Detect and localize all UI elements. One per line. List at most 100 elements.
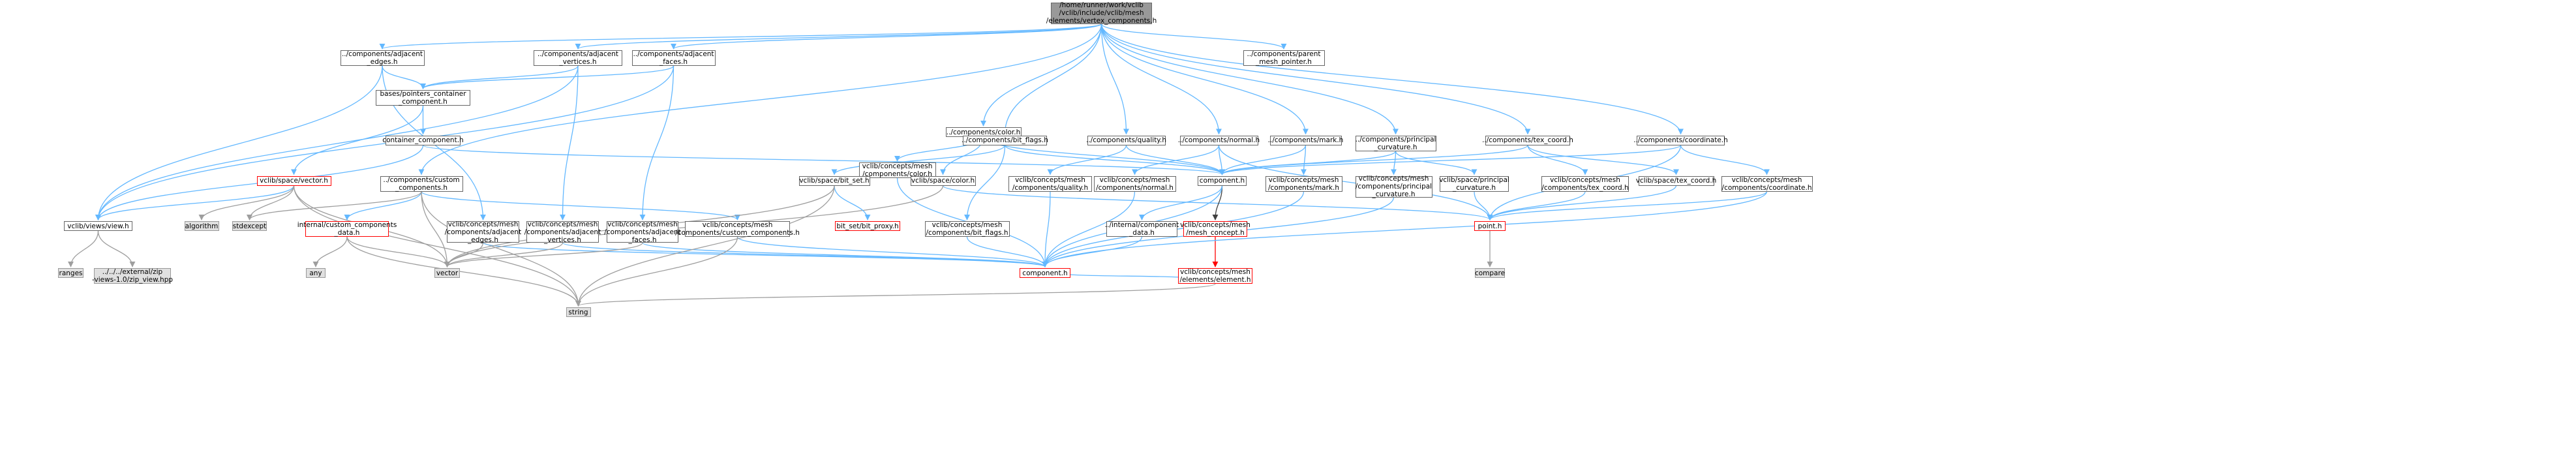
node-stdexcept: stdexcept [232,221,267,231]
node-any: any [306,268,326,278]
include-edge-adj_edges-to-pointers_container [382,65,427,89]
include-edge-coordinate-to-component [1219,144,1682,175]
include-edge-root-to-adj_faces [671,23,1102,50]
include-edge-root-to-custom_components [418,23,1102,175]
node-parent-mesh-pointer[interactable]: ../components/parent _mesh_pointer.h [1243,50,1325,66]
node-concepts-adjacent-edges[interactable]: vclib/concepts/mesh /components/adjacent… [444,220,522,244]
include-edge-bit_flags-to-space_bit_set [831,145,1006,175]
node-container-component[interactable]: container_component.h [382,135,464,145]
include-edge-space_bit_set-to-bit_set_proxy [834,185,871,220]
node-ranges: ranges [58,268,83,278]
node-concepts-coordinate[interactable]: vclib/concepts/mesh /components/coordina… [1721,175,1813,192]
include-edge-internal_custom-to-any [312,236,348,267]
node-pointers-container-component[interactable]: bases/pointers_container _component.h [376,90,470,106]
node-concepts-tex-coord[interactable]: vclib/concepts/mesh /components/tex_coor… [1541,175,1629,192]
include-edge-cm_coordinate-to-point [1487,190,1768,220]
include-edge-space_bit_set-to-string [575,185,835,307]
include-edge-root-to-parent_mesh_pointer [1100,23,1287,50]
include-edge-cm_coordinate-to-cm_component [1042,191,1768,267]
include-edge-cm_adj_faces-to-vector [444,242,643,267]
include-edge-adj_vertices-to-views_view [95,65,579,220]
include-edge-bit_flags-to-component [1004,145,1225,175]
node-color[interactable]: ../components/color.h [945,127,1022,137]
node-zip-view: ../../../external/zip -views-1.0/zip_vie… [91,268,174,284]
node-mesh-concept[interactable]: vclib/concepts/mesh /mesh_concept.h [1180,221,1250,237]
include-edge-root-to-mark [1100,23,1309,135]
include-edge-space_vector-to-string [293,185,582,307]
include-edge-cm_custom-to-cm_component [736,236,1048,267]
include-edge-root-to-color [980,23,1102,127]
include-edge-custom_components-to-string [421,191,582,307]
node-point[interactable]: point.h [1474,221,1506,231]
node-concepts-mark[interactable]: vclib/concepts/mesh /components/mark.h [1265,175,1342,192]
node-internal-component-data[interactable]: ../internal/component _data.h [1104,221,1179,237]
node-concepts-adjacent-vertices[interactable]: vclib/concepts/mesh /components/adjacent… [524,220,601,244]
node-concepts-component[interactable]: component.h [1020,268,1070,278]
include-edge-root-to-adj_edges [379,23,1102,50]
node-concepts-quality[interactable]: vclib/concepts/mesh /components/quality.… [1008,175,1092,192]
node-space-bit-set[interactable]: vclib/space/bit_set.h [798,175,870,186]
include-edge-custom_components-to-vector [421,191,451,267]
node-bit-flags[interactable]: ../components/bit_flags.h [962,135,1048,145]
node-normal[interactable]: ../components/normal.h [1177,135,1260,145]
node-space-vector[interactable]: vclib/space/vector.h [256,175,331,186]
node-views-view[interactable]: vclib/views/view.h [64,221,132,231]
include-edge-custom_components-to-cm_custom [421,190,740,220]
node-space-tex-coord[interactable]: vclib/space/tex_coord.h [1635,175,1717,186]
node-vector: vector [434,268,460,278]
node-custom-components[interactable]: ../components/custom _components.h [380,175,463,192]
include-edge-container_component-to-component [422,144,1225,175]
node-space-color[interactable]: vclib/space/color.h [910,175,976,186]
include-edge-custom_components-to-stdexcept [247,191,422,220]
include-edge-adj_faces-to-cm_adj_faces [639,65,674,220]
include-edge-bit_flags-to-cm_bit_flags [963,145,1006,220]
include-edge-normal-to-point [1218,145,1493,220]
include-edge-root-to-tex_coord [1100,23,1531,135]
node-compare: compare [1474,268,1506,278]
node-concepts-principal-curvature[interactable]: vclib/concepts/mesh /components/principa… [1355,175,1432,198]
node-concepts-bit-flags[interactable]: vclib/concepts/mesh /components/bit_flag… [924,221,1010,237]
include-edge-component-to-internal_component_data [1138,185,1223,220]
include-edge-pointers_container-to-space_vector [290,105,424,175]
include-edge-root-to-normal [1100,23,1222,135]
node-coordinate[interactable]: ../components/coordinate.h [1633,135,1728,145]
node-concepts-normal[interactable]: vclib/concepts/mesh /components/normal.h [1093,175,1176,192]
node-mark[interactable]: ../components/mark.h [1267,135,1344,145]
include-edge-root-to-bit_flags [1001,23,1102,135]
include-edge-cm_adj_faces-to-cm_component [642,242,1048,267]
node-internal-custom-components-data[interactable]: internal/custom_components _data.h [297,221,397,237]
include-edge-cm_normal-to-cm_component [1042,191,1136,267]
node-concepts-adjacent-faces[interactable]: vclib/concepts/mesh /components/adjacent… [604,220,681,244]
node-quality[interactable]: ../components/quality.h [1085,135,1167,145]
node-component[interactable]: component.h [1198,175,1247,186]
node-tex-coord[interactable]: ../components/tex_coord.h [1482,135,1573,145]
include-edge-internal_custom-to-string [346,236,581,307]
include-edge-adj_edges-to-views_view [95,65,383,220]
include-edge-root-to-coordinate [1100,23,1684,135]
include-edge-principal_curvature-to-cm_principal_curvature [1390,151,1397,175]
node-adjacent-faces[interactable]: ../components/adjacent _faces.h [631,50,716,66]
node-adjacent-vertices[interactable]: ../components/adjacent _vertices.h [534,50,622,66]
node-bit-set-proxy[interactable]: bit_set/bit_proxy.h [835,221,900,231]
include-edge-cm_adj_edges-to-cm_component [482,242,1048,267]
include-edge-root-to-principal_curvature [1100,23,1399,135]
include-edge-views_view-to-ranges [67,230,99,267]
node-concepts-element[interactable]: vclib/concepts/mesh /elements/element.h [1178,268,1252,284]
include-edge-mark-to-component [1219,145,1307,175]
include-edge-tex_coord-to-space_tex_coord [1527,145,1679,175]
include-edge-root-to-quality [1100,23,1130,135]
include-edge-element-to-string [575,283,1216,307]
include-edge-views_view-to-zip_view [97,230,136,267]
include-edge-internal_custom-to-vector [346,236,450,267]
node-string: string [566,307,591,317]
node-space-principal-curvature[interactable]: vclib/space/principal _curvature.h [1439,175,1509,192]
node-concepts-custom-components[interactable]: vclib/concepts/mesh /components/custom_c… [675,221,800,237]
node-adjacent-edges[interactable]: ../components/adjacent _edges.h [340,50,425,66]
include-edge-cm_tex_coord-to-point [1487,191,1586,220]
node-principal-curvature[interactable]: ../components/principal _curvature.h [1355,135,1436,151]
include-edge-space_vector-to-views_view [95,185,295,220]
include-edge-normal-to-cm_normal [1131,145,1220,175]
node-vertex-components[interactable]: /home/runner/work/vclib /vclib/include/v… [1046,1,1157,25]
include-edge-principal_curvature-to-space_principal_curvature [1395,151,1477,175]
